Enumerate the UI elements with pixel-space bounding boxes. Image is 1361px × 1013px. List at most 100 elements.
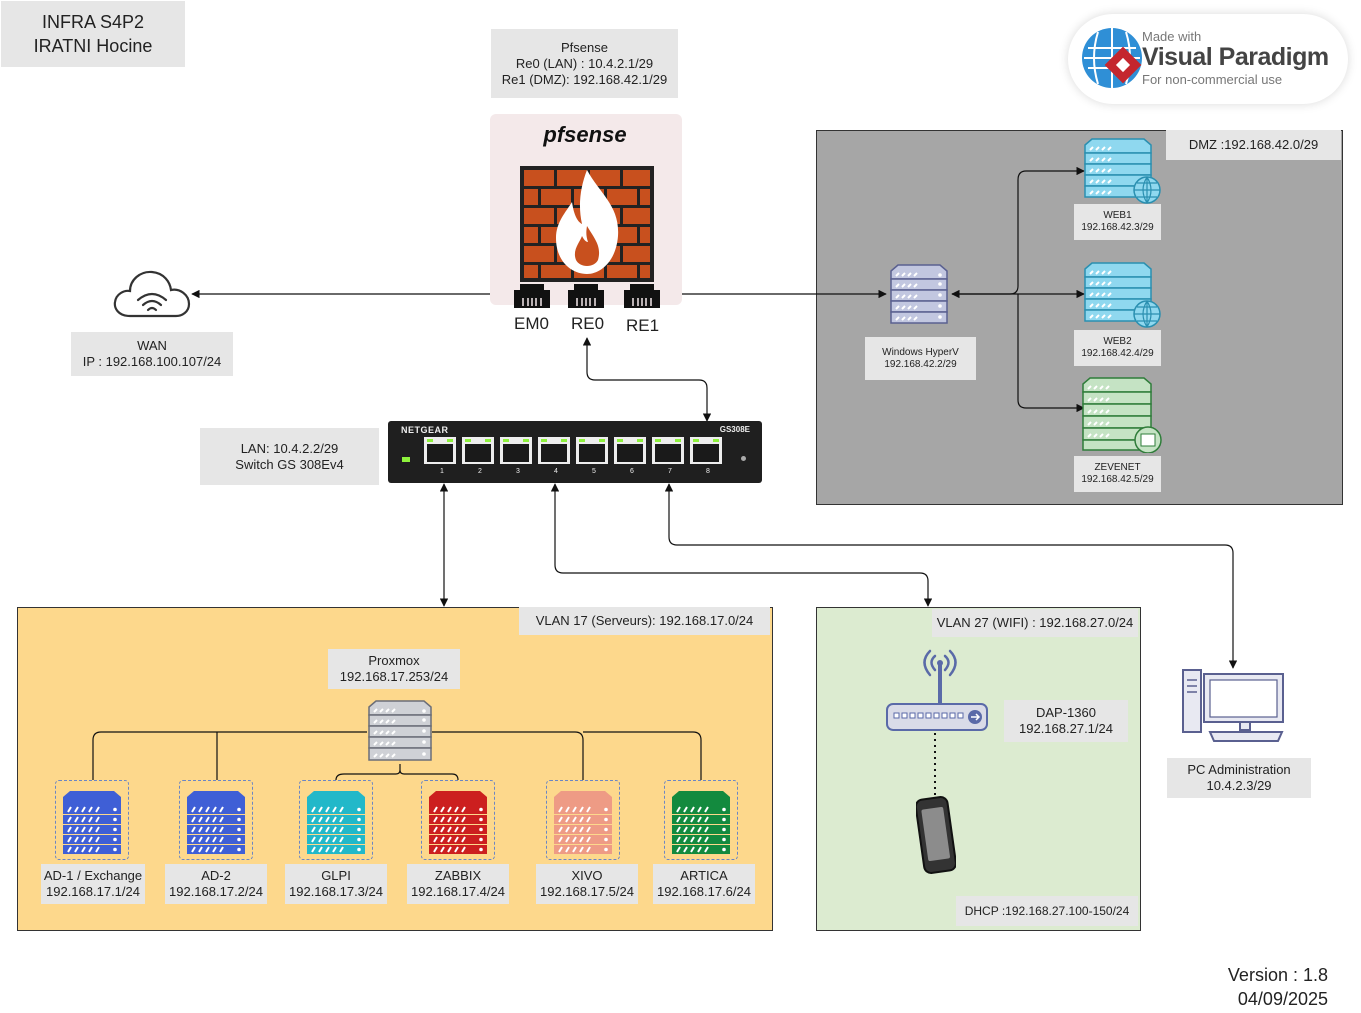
- vm-ip: 192.168.17.3/24: [289, 884, 383, 899]
- dhcp-label: DHCP :192.168.27.100-150/24: [956, 896, 1138, 926]
- switch-label: LAN: 10.4.2.2/29 Switch GS 308Ev4: [200, 428, 379, 485]
- web1-name: WEB1: [1103, 210, 1132, 221]
- link-re0-switch: [582, 337, 712, 422]
- vlan17-label: VLAN 17 (Serveurs): 192.168.17.0/24: [519, 607, 770, 635]
- watermark-line1: Made with: [1142, 29, 1202, 44]
- link-proxmox-tree: [92, 731, 702, 781]
- server-icon: [187, 791, 245, 854]
- switch-port-number: 4: [554, 468, 558, 475]
- switch-name: LAN: 10.4.2.2/29: [240, 440, 339, 456]
- re1-port-icon: [624, 284, 660, 308]
- load-balancer-server-icon: [1082, 377, 1162, 453]
- vm-server[interactable]: [546, 780, 620, 860]
- proxmox-server-icon: [368, 700, 432, 761]
- vm-name: ARTICA: [680, 868, 728, 883]
- vm-label-ad1: AD-1 / Exchange 192.168.17.1/24: [41, 864, 145, 904]
- server-icon: [307, 791, 365, 854]
- vm-label-ad2: AD-2 192.168.17.2/24: [165, 864, 267, 904]
- vm-name: AD-2: [201, 868, 231, 883]
- switch-port-number: 5: [592, 468, 596, 475]
- vm-server[interactable]: [55, 780, 129, 860]
- desktop-computer-icon: [1182, 669, 1284, 742]
- network-switch-icon[interactable]: NETGEAR GS308E 1 2 3 4 5 6 7 8: [388, 421, 762, 483]
- vm-name: XIVO: [571, 868, 603, 883]
- port-label-re1: RE1: [626, 316, 660, 335]
- port-label-em0: EM0: [514, 314, 549, 333]
- wan-ip: IP : 192.168.100.107/24: [82, 354, 222, 369]
- visual-paradigm-logo-icon: [1082, 28, 1142, 88]
- title-line2: IRATNI Hocine: [33, 36, 153, 56]
- diagram-title: INFRA S4P2 IRATNI Hocine: [1, 1, 185, 67]
- version-date: 04/09/2025: [1237, 989, 1328, 1009]
- visual-paradigm-watermark: Made with Visual Paradigm For non-commer…: [1068, 14, 1348, 104]
- vm-label-artica: ARTICA 192.168.17.6/24: [653, 864, 755, 904]
- zevenet-name: ZEVENET: [1094, 462, 1141, 473]
- vm-server[interactable]: [421, 780, 495, 860]
- pfsense-re1: Re1 (DMZ): 192.168.42.1/29: [501, 71, 668, 87]
- factory-reset-button[interactable]: [741, 456, 746, 461]
- power-led: [402, 457, 410, 462]
- zevenet-ip: 192.168.42.5/29: [1081, 474, 1154, 485]
- link-hyperv-zevenet: [1017, 294, 1085, 413]
- web-server-icon: [1084, 138, 1161, 204]
- vm-label-xivo: XIVO 192.168.17.5/24: [536, 864, 638, 904]
- pfsense-label: Pfsense Re0 (LAN) : 10.4.2.1/29 Re1 (DMZ…: [491, 29, 678, 98]
- web1-ip: 192.168.42.3/29: [1081, 222, 1154, 233]
- switch-port-number: 3: [516, 468, 520, 475]
- vm-server[interactable]: [664, 780, 738, 860]
- proxmox-ip: 192.168.17.253/24: [339, 669, 449, 684]
- switch-brand: NETGEAR: [401, 425, 449, 435]
- version-info: Version : 1.8 04/09/2025: [1228, 963, 1328, 1011]
- proxmox-name: Proxmox: [368, 653, 420, 668]
- switch-port-number: 1: [440, 468, 444, 475]
- switch-port-number: 7: [668, 468, 672, 475]
- switch-ports-icon: [424, 437, 722, 464]
- vlan27-label: VLAN 27 (WIFI) : 192.168.27.0/24: [932, 609, 1138, 637]
- pfsense-logo-text: pfsense: [543, 122, 627, 147]
- admin-pc-name: PC Administration: [1187, 762, 1291, 777]
- link-switch-admin-pc: [664, 483, 1238, 669]
- pfsense-re0: Re0 (LAN) : 10.4.2.1/29: [515, 55, 654, 71]
- link-hyperv-web1: [951, 166, 1085, 299]
- switch-port-number: 6: [630, 468, 634, 475]
- vm-label-glpi: GLPI 192.168.17.3/24: [285, 864, 387, 904]
- vm-ip: 192.168.17.5/24: [540, 884, 634, 899]
- switch-model-badge: GS308E: [719, 425, 750, 434]
- ap-label: DAP-1360 192.168.27.1/24: [1004, 700, 1128, 742]
- server-icon: [672, 791, 730, 854]
- switch-port-bank: [422, 436, 728, 472]
- em0-port-icon: [514, 284, 550, 308]
- vm-ip: 192.168.17.4/24: [411, 884, 505, 899]
- hyperv-ip: 192.168.42.2/29: [884, 358, 957, 370]
- vm-name: GLPI: [321, 868, 351, 883]
- switch-port-number: 2: [478, 468, 482, 475]
- admin-pc-label: PC Administration 10.4.2.3/29: [1167, 758, 1311, 798]
- server-icon: [429, 791, 487, 854]
- globe-icon: [1133, 176, 1161, 204]
- port-label-re0: RE0: [571, 314, 605, 333]
- title-line1: INFRA S4P2: [41, 12, 145, 32]
- web2-name: WEB2: [1103, 336, 1132, 347]
- vm-label-zabbix: ZABBIX 192.168.17.4/24: [407, 864, 509, 904]
- vm-ip: 192.168.17.2/24: [169, 884, 263, 899]
- dmz-label: DMZ :192.168.42.0/29: [1166, 130, 1341, 160]
- web-server-icon: [1084, 262, 1161, 328]
- ap-ip: 192.168.27.1/24: [1019, 721, 1113, 736]
- zevenet-label: ZEVENET 192.168.42.5/29: [1074, 456, 1161, 492]
- vm-server[interactable]: [299, 780, 373, 860]
- pfsense-firewall[interactable]: pfsense: [490, 114, 682, 308]
- server-icon: [890, 264, 948, 324]
- globe-icon: [1133, 300, 1161, 328]
- web2-label: WEB2 192.168.42.4/29: [1074, 330, 1161, 366]
- version-number: Version : 1.8: [1227, 965, 1328, 985]
- re0-port-icon: [568, 284, 604, 308]
- admin-pc-ip: 10.4.2.3/29: [1206, 778, 1272, 793]
- firewall-icon: [520, 166, 654, 282]
- hyperv-label: Windows HyperV 192.168.42.2/29: [865, 337, 976, 380]
- wireless-router-icon: [886, 649, 988, 731]
- vm-ip: 192.168.17.6/24: [657, 884, 751, 899]
- vm-server[interactable]: [179, 780, 253, 860]
- watermark-line3: For non-commercial use: [1142, 72, 1283, 87]
- watermark-brand: Visual Paradigm: [1142, 43, 1329, 71]
